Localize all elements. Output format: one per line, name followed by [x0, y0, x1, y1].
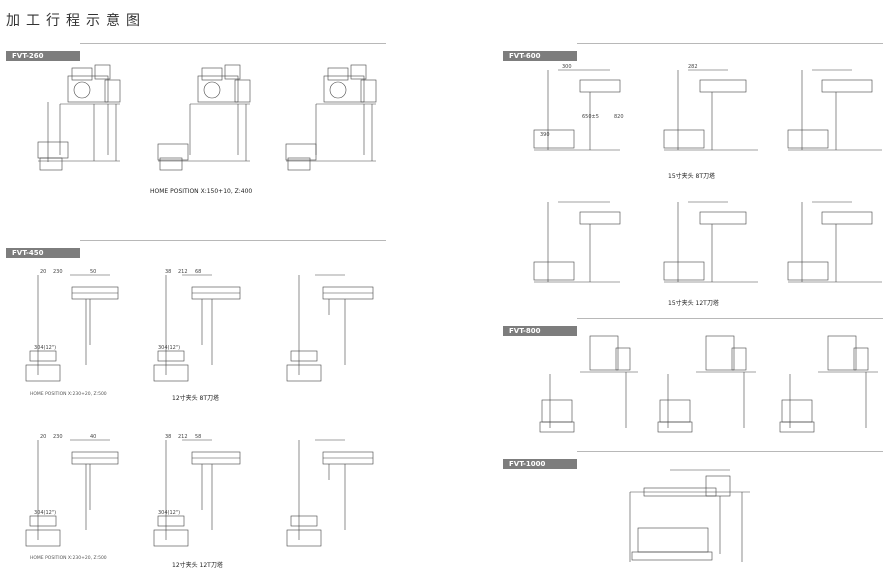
fvt600-machine-a3: [787, 69, 882, 151]
fvt450-machine-b1: [25, 439, 119, 547]
dim-label: 50: [90, 269, 96, 275]
fvt450-dimension-labels: 20 230 50 38 212 68 20 230 40 38 212 58 …: [34, 269, 201, 516]
section-label: FVT-600: [503, 51, 577, 61]
fvt260-machine-2: [157, 64, 251, 171]
fvt450-machine-b3: [286, 439, 374, 547]
dim-label: 38: [165, 269, 171, 275]
fvt600-8t-caption: 15寸夹头 8T刀塔: [668, 173, 716, 180]
fvt450-home-caption-a: HOME POSITION X:230+20, Z:500: [30, 392, 107, 397]
fvt600-machine-a2: [663, 69, 758, 151]
dim-label: 304(12"): [158, 345, 180, 351]
fvt260-machine-1: [37, 64, 121, 171]
dim-label: 230: [53, 269, 63, 275]
fvt800-machine-1: [539, 335, 638, 433]
fvt1000-diagram: [629, 469, 750, 562]
dim-label: 304(12"): [34, 510, 56, 516]
section-header-fvt450: FVT-450: [6, 240, 386, 258]
fvt800-machine-2: [657, 335, 756, 433]
section-rule: [577, 318, 883, 319]
fvt600-diagram: 300 282 650±5 820 390: [533, 64, 882, 283]
section-rule: [577, 43, 883, 44]
section-rule: [80, 43, 386, 44]
fvt1000-machine: [629, 469, 750, 562]
section-label: FVT-450: [6, 248, 80, 258]
fvt260-machine-3: [285, 64, 377, 171]
section-label: FVT-800: [503, 326, 577, 336]
fvt600-machine: [533, 69, 882, 283]
dim-label: 40: [90, 434, 96, 440]
dim-label: 820: [614, 114, 624, 120]
dim-label: 282: [688, 64, 698, 70]
fvt800-diagram: [539, 335, 878, 433]
section-label: FVT-1000: [503, 459, 577, 469]
dim-label: 212: [178, 434, 188, 440]
fvt600-machine-b1: [533, 201, 621, 283]
fvt450-machine: [25, 274, 374, 547]
dim-label: 38: [165, 434, 171, 440]
dim-label: 20: [40, 269, 46, 275]
dim-label: 58: [195, 434, 201, 440]
fvt800-machine-3: [779, 335, 878, 433]
fvt450-machine-b2: [153, 439, 241, 547]
section-rule: [80, 240, 386, 241]
fvt260-diagram: [37, 64, 377, 171]
dim-label: 212: [178, 269, 188, 275]
dim-label: 304(12"): [158, 510, 180, 516]
page-title: 加工行程示意图: [6, 13, 146, 29]
fvt800-machine: [539, 335, 878, 433]
dim-label: 300: [562, 64, 572, 70]
dim-label: 650±5: [582, 114, 599, 120]
section-header-fvt600: FVT-600: [503, 43, 883, 61]
fvt600-dimension-labels: 300 282 650±5 820 390: [540, 64, 698, 138]
section-header-fvt260: FVT-260: [6, 43, 386, 61]
dim-label: 20: [40, 434, 46, 440]
dim-label: 68: [195, 269, 201, 275]
section-label: FVT-260: [6, 51, 80, 61]
fvt600-12t-caption: 15寸夹头 12T刀塔: [668, 300, 719, 307]
fvt450-machine-a3: [286, 274, 374, 382]
section-header-fvt800: FVT-800: [503, 318, 883, 336]
fvt450-12t-caption: 12寸夹头 12T刀塔: [172, 562, 223, 569]
fvt600-machine-a1: [533, 69, 621, 151]
fvt600-machine-b2: [663, 201, 758, 283]
fvt450-diagram: 20 230 50 38 212 68 20 230 40 38 212 58 …: [25, 269, 374, 547]
fvt450-machine-a1: [25, 274, 119, 382]
dim-label: 390: [540, 132, 550, 138]
section-header-fvt1000: FVT-1000: [503, 451, 883, 469]
dim-label: 304(12"): [34, 345, 56, 351]
fvt600-machine-b3: [787, 201, 882, 283]
fvt260-home-caption: HOME POSITION X:150+10, Z:400: [150, 188, 253, 195]
section-rule: [577, 451, 883, 452]
dim-label: 230: [53, 434, 63, 440]
fvt450-8t-caption: 12寸夹头 8T刀塔: [172, 395, 220, 402]
fvt450-home-caption-b: HOME POSITION X:230+20, Z:500: [30, 556, 107, 561]
fvt450-machine-a2: [153, 274, 241, 382]
